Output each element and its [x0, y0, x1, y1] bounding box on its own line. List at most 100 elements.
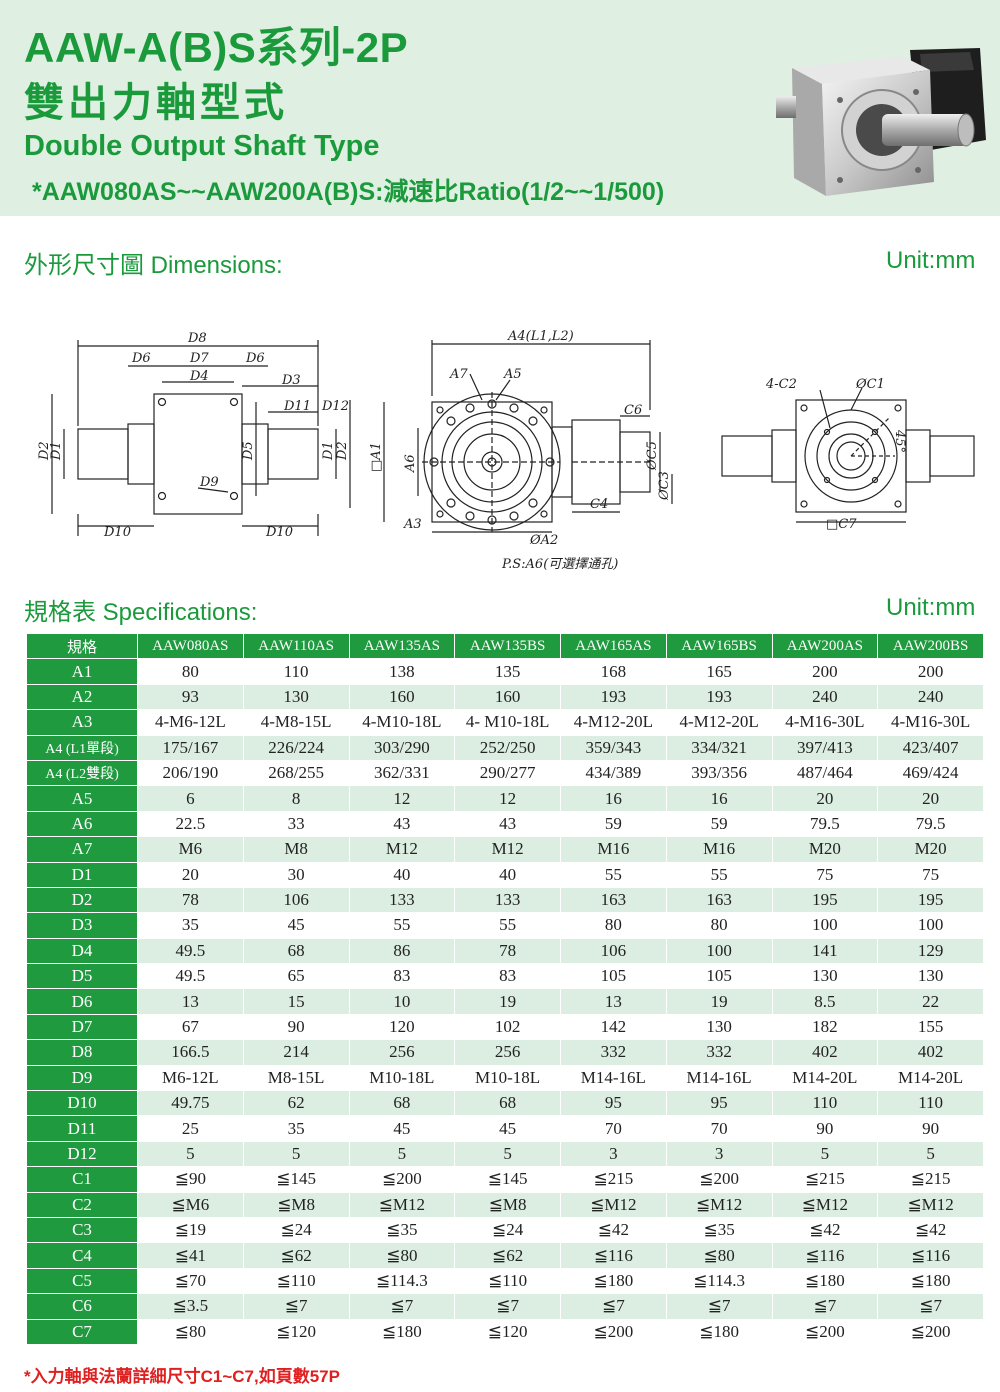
label-d7: D7	[189, 351, 209, 366]
table-cell: 33	[242, 810, 350, 838]
table-cell: 20	[137, 861, 244, 888]
table-cell: 35	[242, 1115, 350, 1142]
table-cell: 45	[348, 1115, 456, 1142]
table-cell: 13	[560, 988, 667, 1015]
table-cell: 10	[348, 988, 456, 1015]
table-cell: 55	[348, 912, 456, 939]
table-cell: 4-M12-20L	[560, 709, 667, 736]
table-cell: 268/255	[242, 759, 350, 787]
row-label: D2	[26, 886, 138, 914]
table-cell: 6	[137, 785, 244, 812]
label-d10-left: D10	[103, 525, 131, 540]
label-d2-right: D2	[335, 441, 350, 461]
label-c3: ØC3	[657, 471, 672, 501]
row-label: A4 (L2雙段)	[26, 759, 138, 787]
table-cell: 120	[348, 1013, 456, 1041]
table-cell: 83	[454, 963, 561, 990]
table-cell: ≦116	[560, 1242, 667, 1269]
table-cell: 93	[137, 683, 244, 711]
label-d2-left: D2	[37, 441, 52, 461]
table-cell: 75	[877, 861, 984, 888]
table-cell: 70	[665, 1115, 773, 1142]
table-cell: 49.75	[137, 1090, 244, 1117]
row-label: D10	[26, 1090, 138, 1117]
table-cell: 68	[348, 1090, 456, 1117]
table-cell: 43	[454, 810, 561, 838]
label-a4: A4(L1,L2)	[507, 329, 574, 344]
table-cell: 19	[454, 988, 561, 1015]
ratio-note: *AAW080AS~~AAW200A(B)S:減速比Ratio(1/2~~1/5…	[32, 178, 665, 206]
table-cell: 30	[242, 861, 350, 888]
table-cell: 55	[560, 861, 667, 888]
table-cell: 16	[665, 785, 773, 812]
table-cell: 90	[242, 1013, 350, 1041]
model-col: AAW110AS	[242, 632, 350, 660]
table-cell: 334/321	[665, 734, 773, 761]
row-label: D7	[26, 1013, 138, 1041]
model-col: AAW165BS	[665, 632, 773, 660]
table-cell: 141	[771, 937, 879, 965]
label-a6: A6	[403, 454, 418, 473]
spec-table: 規格 AAW080AS AAW110AS AAW135AS AAW135BS A…	[26, 632, 984, 1345]
model-col: AAW080AS	[137, 632, 244, 660]
table-cell: 4-M10-18L	[348, 709, 456, 736]
table-cell: 163	[560, 886, 667, 914]
table-row: C1≦90≦145≦200≦145≦215≦200≦215≦215	[26, 1166, 984, 1193]
table-cell: ≦7	[877, 1293, 984, 1320]
row-label: C3	[26, 1216, 138, 1244]
table-cell: ≦7	[348, 1293, 456, 1320]
model-col: AAW135AS	[348, 632, 456, 660]
table-cell: 214	[242, 1039, 350, 1066]
table-cell: 332	[665, 1039, 773, 1066]
table-cell: ≦145	[242, 1166, 350, 1193]
row-label: A7	[26, 836, 138, 863]
table-cell: ≦80	[348, 1242, 456, 1269]
table-cell: 15	[242, 988, 350, 1015]
table-cell: 65	[242, 963, 350, 990]
table-cell: ≦116	[877, 1242, 984, 1269]
row-label: D5	[26, 963, 138, 990]
row-label: A4 (L1單段)	[26, 734, 138, 761]
table-cell: 102	[454, 1013, 561, 1041]
table-cell: 5	[771, 1140, 879, 1168]
table-cell: 83	[348, 963, 456, 990]
table-cell: 166.5	[137, 1039, 244, 1066]
table-cell: 4-M16-30L	[771, 709, 879, 736]
table-cell: 40	[348, 861, 456, 888]
table-cell: 45	[454, 1115, 561, 1142]
row-label: C2	[26, 1191, 138, 1218]
table-cell: ≦24	[242, 1216, 350, 1244]
type-title-english: Double Output Shaft Type	[24, 130, 380, 162]
table-cell: 133	[454, 886, 561, 914]
table-cell: 252/250	[454, 734, 561, 761]
label-d6-right: D6	[245, 351, 265, 366]
row-label: D9	[26, 1064, 138, 1092]
table-cell: ≦145	[454, 1166, 561, 1193]
table-cell: ≦200	[877, 1318, 984, 1345]
label-a7: A7	[449, 367, 468, 382]
table-cell: 5	[137, 1140, 244, 1168]
model-col: AAW135BS	[454, 632, 561, 660]
table-cell: M14-20L	[877, 1064, 984, 1092]
row-label: D12	[26, 1140, 138, 1168]
table-cell: 78	[454, 937, 561, 965]
table-cell: 402	[771, 1039, 879, 1066]
table-cell: 240	[771, 683, 879, 711]
table-cell: 133	[348, 886, 456, 914]
table-cell: 59	[665, 810, 773, 838]
table-cell: 95	[665, 1090, 773, 1117]
row-label: A1	[26, 658, 138, 685]
table-cell: 4-M16-30L	[877, 709, 984, 736]
label-c4: C4	[590, 497, 608, 512]
table-cell: ≦215	[771, 1166, 879, 1193]
spec-table-header: 規格 AAW080AS AAW110AS AAW135AS AAW135BS A…	[26, 632, 984, 660]
table-cell: ≦114.3	[665, 1267, 773, 1295]
table-cell: 206/190	[137, 759, 244, 787]
dimensions-unit: Unit:mm	[886, 247, 976, 274]
